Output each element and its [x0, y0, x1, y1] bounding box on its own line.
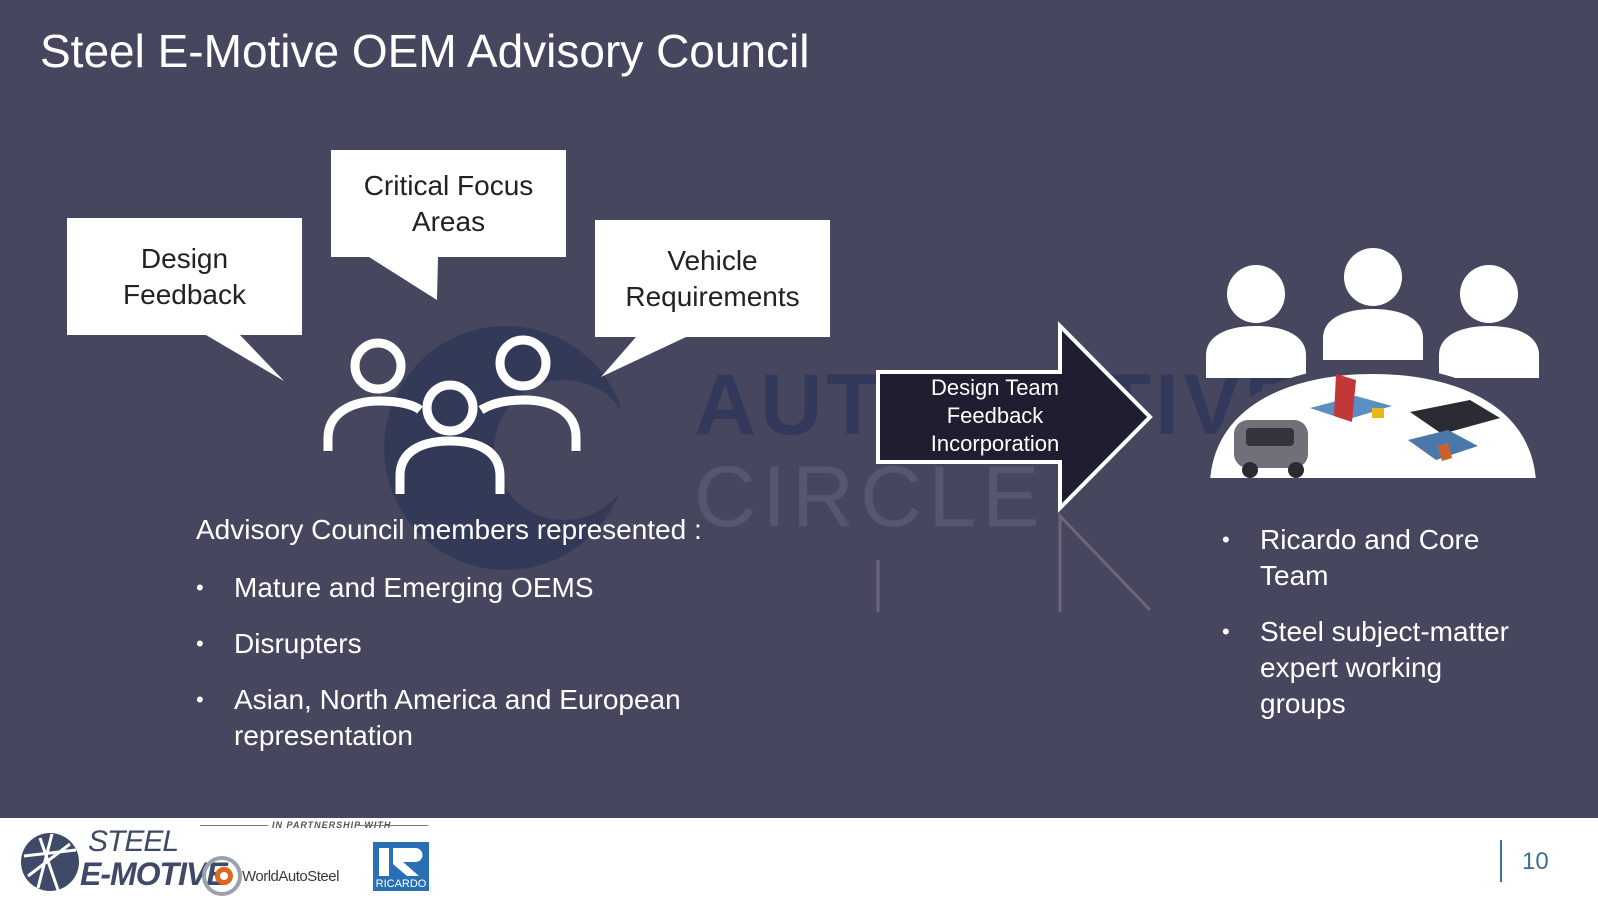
arrow-label-line: Incorporation: [930, 431, 1060, 456]
team-list: Ricardo and Core Team Steel subject-matt…: [1222, 522, 1522, 742]
members-list: Mature and Emerging OEMS Disrupters Asia…: [196, 570, 756, 774]
partnership-label: IN PARTNERSHIP WITH: [272, 820, 392, 830]
slide-title: Steel E-Motive OEM Advisory Council: [40, 25, 810, 77]
bubble-line: Vehicle: [667, 244, 758, 276]
list-item: Asian, North America and European repres…: [196, 682, 756, 754]
bubble-line: Critical Focus: [363, 169, 534, 201]
ricardo-logo-text: RICARDO: [373, 878, 429, 891]
core-team-icon: [1201, 248, 1545, 486]
design-feedback-arrow: [876, 321, 1153, 513]
ricardo-logo-icon: [373, 842, 429, 878]
watermark-text-line2: CIRCLE: [694, 449, 1046, 545]
logo-text-steel: STEEL: [88, 825, 179, 858]
list-item: Disrupters: [196, 626, 756, 662]
slide: AUTOMOTIVE CIRCLE Steel E-Motive OEM Adv…: [0, 0, 1598, 818]
members-intro: Advisory Council members represented :: [196, 514, 702, 545]
bubble-label-design-feedback: Design Feedback: [67, 218, 302, 335]
partnership-rule-left: [200, 825, 268, 826]
bubble-line: Design: [140, 242, 229, 274]
bubble-line: Areas: [411, 205, 486, 237]
speech-bubble-design-feedback: [67, 218, 302, 381]
arrow-label-line: Feedback: [946, 403, 1044, 428]
arrow-label-line: Design Team: [931, 375, 1059, 400]
speech-bubble-vehicle-requirements: [595, 220, 830, 377]
bubble-line: Requirements: [625, 280, 800, 312]
page-number: 10: [1522, 848, 1549, 875]
list-item: Ricardo and Core Team: [1222, 522, 1522, 594]
diagram-graphics: [67, 150, 1545, 612]
footer: STEEL E-MOTIVE IN PARTNERSHIP WITH World…: [0, 818, 1598, 900]
arrow-reflection: [876, 512, 1152, 612]
steel-emotive-logo-icon: [21, 833, 79, 891]
bubble-label-critical-focus: Critical Focus Areas: [331, 150, 566, 257]
worldautosteel-logo-icon: [202, 856, 242, 896]
speech-bubble-critical-focus: [331, 150, 566, 300]
worldautosteel-logo-text: WorldAutoSteel: [242, 868, 339, 885]
bubble-label-vehicle-requirements: Vehicle Requirements: [595, 220, 830, 337]
arrow-label: Design Team Feedback Incorporation: [878, 374, 1112, 458]
partnership-rule-right: [358, 825, 428, 826]
list-item: Steel subject-matter expert working grou…: [1222, 614, 1522, 722]
page-number-separator: [1500, 840, 1502, 882]
advisory-group-icon: [323, 335, 581, 494]
list-item: Mature and Emerging OEMS: [196, 570, 756, 606]
bubble-line: Feedback: [123, 278, 246, 310]
